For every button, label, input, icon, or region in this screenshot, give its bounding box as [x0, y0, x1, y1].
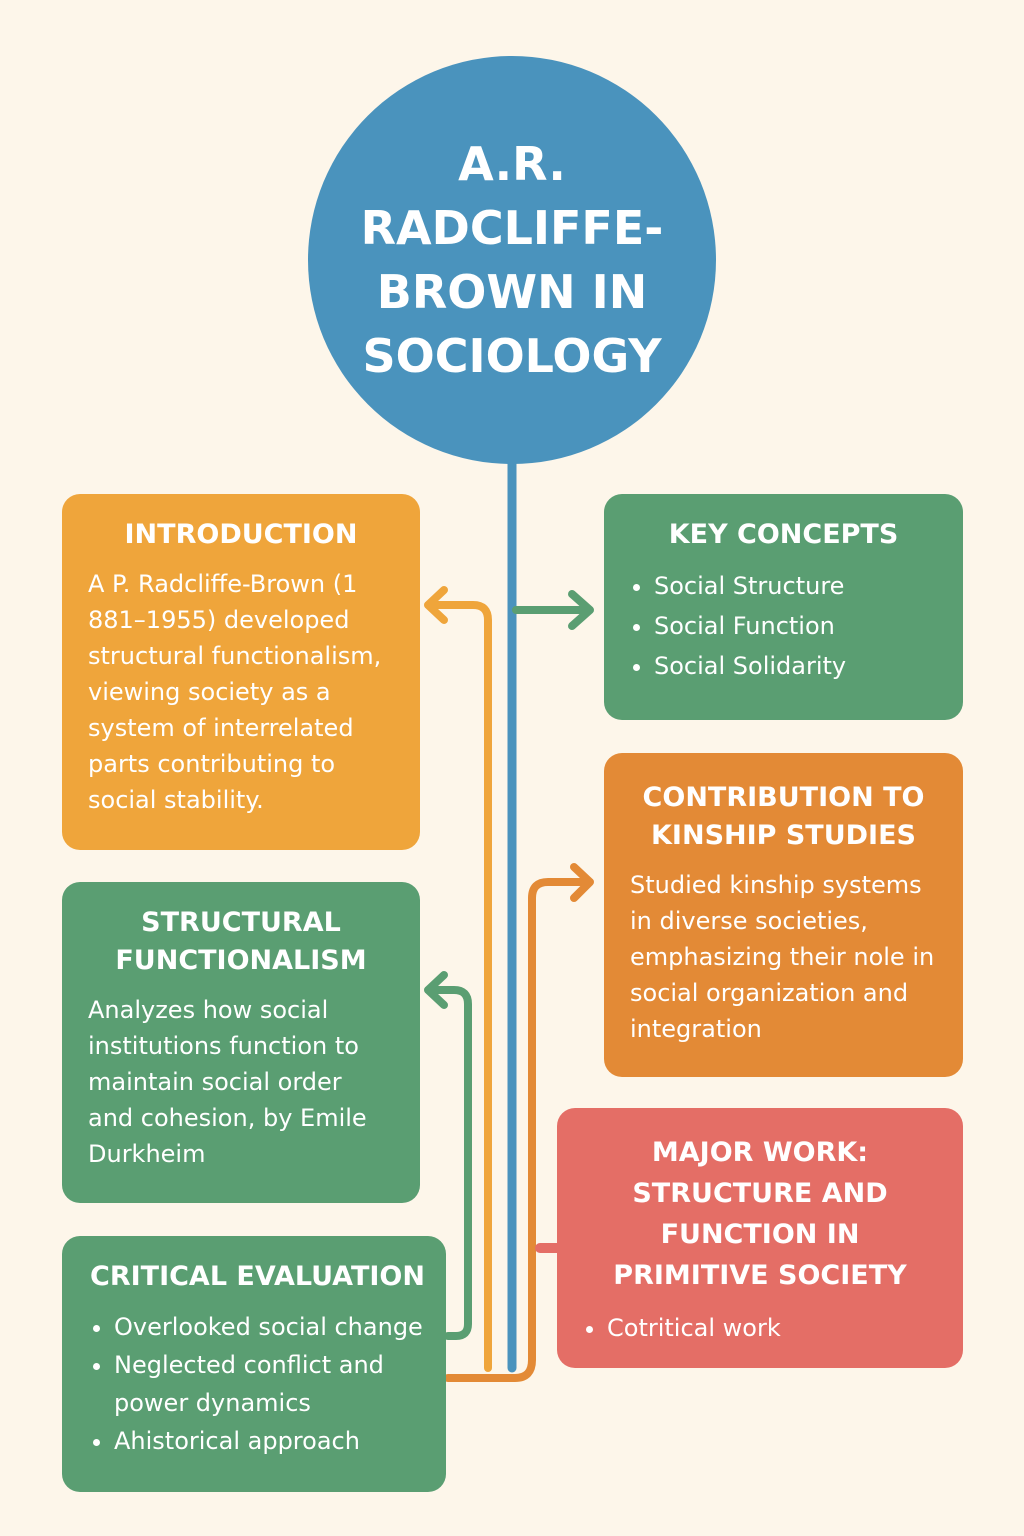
- structural-heading: STRUCTURAL FUNCTIONALISM: [115, 907, 367, 976]
- key-concept-item: Social Solidarity: [654, 646, 937, 686]
- title-circle: A.R. RADCLIFFE-BROWN IN SOCIOLOGY: [308, 56, 716, 464]
- introduction-text: A P. Radcliffe-Brown (1 881–1955) develo…: [88, 570, 382, 814]
- major-work-heading: MAJOR WORK: STRUCTURE AND FUNCTION IN PR…: [613, 1137, 907, 1291]
- structural-text: Analyzes how social institutions functio…: [88, 996, 367, 1168]
- arrow-to-kinship: [444, 863, 594, 1382]
- page-title: A.R. RADCLIFFE-BROWN IN SOCIOLOGY: [360, 137, 664, 383]
- arrow-to-key-concepts: [512, 590, 594, 630]
- critical-heading: CRITICAL EVALUATION: [90, 1261, 425, 1292]
- kinship-heading: CONTRIBUTION TO KINSHIP STUDIES: [642, 782, 925, 851]
- critical-item: Neglected conflict and power dynamics: [114, 1346, 434, 1422]
- kinship-text: Studied kinship systems in diverse socie…: [630, 871, 935, 1043]
- critical-evaluation-card: CRITICAL EVALUATION Overlooked social ch…: [62, 1236, 446, 1492]
- structural-functionalism-card: STRUCTURAL FUNCTIONALISM Analyzes how so…: [62, 882, 420, 1203]
- key-concept-item: Social Function: [654, 606, 937, 646]
- introduction-heading: INTRODUCTION: [124, 519, 358, 550]
- critical-item: Ahistorical approach: [114, 1422, 434, 1460]
- kinship-card: CONTRIBUTION TO KINSHIP STUDIES Studied …: [604, 753, 963, 1077]
- arrow-to-structural: [424, 971, 472, 1340]
- major-work-item: Cotritical work: [607, 1308, 937, 1348]
- introduction-card: INTRODUCTION A P. Radcliffe-Brown (1 881…: [62, 494, 420, 850]
- key-concepts-heading: KEY CONCEPTS: [668, 519, 899, 550]
- key-concept-item: Social Structure: [654, 566, 937, 606]
- major-work-card: MAJOR WORK: STRUCTURE AND FUNCTION IN PR…: [557, 1108, 963, 1368]
- key-concepts-card: KEY CONCEPTS Social Structure Social Fun…: [604, 494, 963, 720]
- arrow-to-introduction: [424, 586, 492, 1372]
- critical-item: Overlooked social change: [114, 1308, 434, 1346]
